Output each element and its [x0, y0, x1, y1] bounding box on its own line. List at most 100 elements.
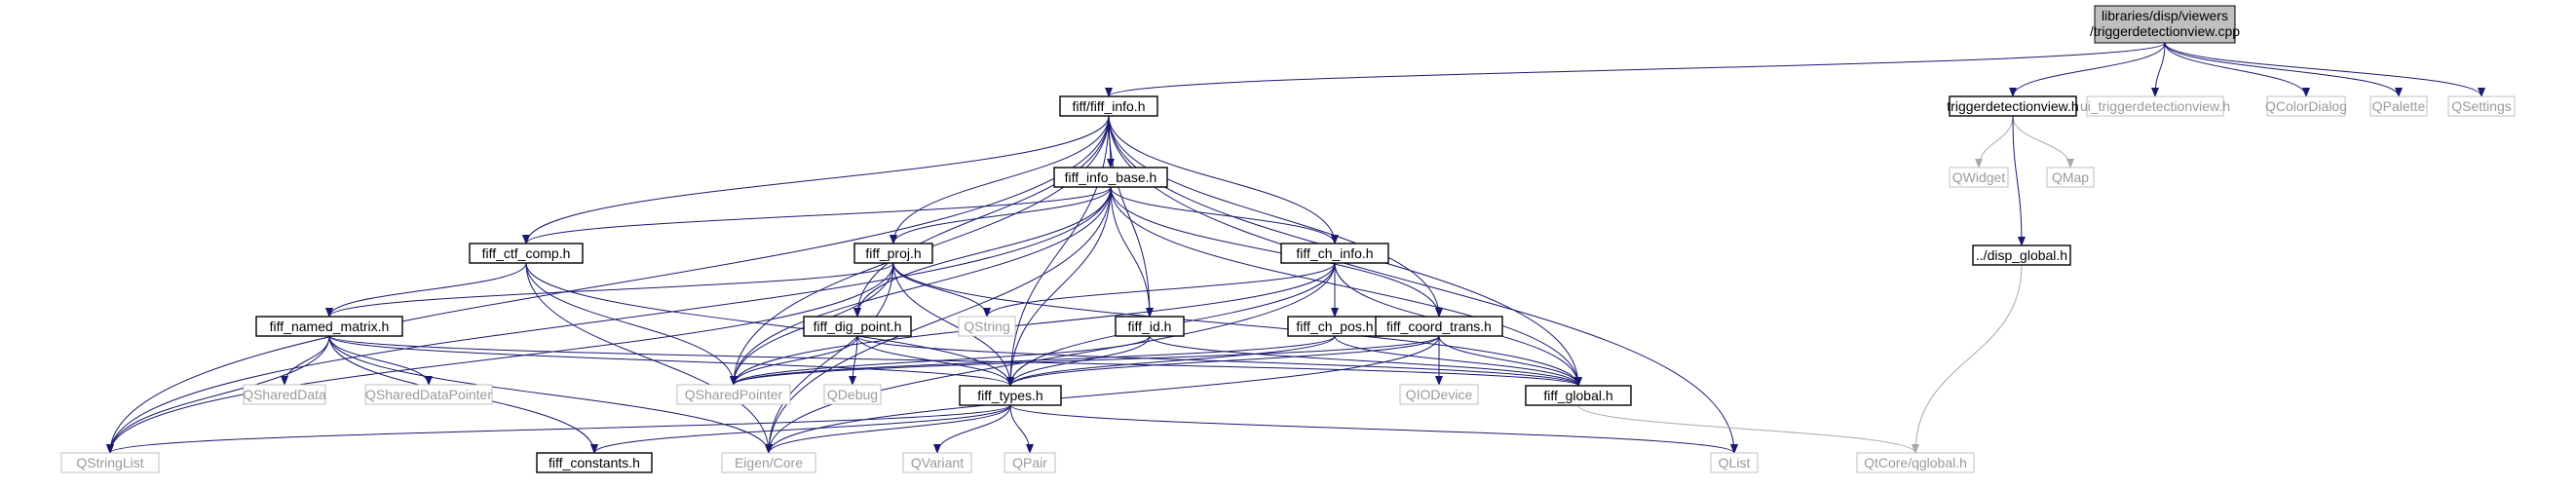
node-label: fiff_constants.h — [549, 455, 640, 470]
node-qtcore-qglobal[interactable]: QtCore/qglobal.h — [1856, 452, 1975, 473]
node-fiff-proj[interactable]: fiff_proj.h — [853, 243, 933, 264]
node-box — [60, 452, 160, 473]
edge-fiff-info-base-to-fiff-types — [1006, 186, 1112, 387]
node-label: QDebug — [827, 387, 878, 402]
node-label: ui_triggerdetectionview.h — [2080, 98, 2230, 114]
node-fiff-ctf-comp[interactable]: fiff_ctf_comp.h — [469, 243, 584, 264]
node-qstring[interactable]: QString — [958, 316, 1016, 337]
node-box — [853, 243, 933, 264]
node-qsharedpointer[interactable]: QSharedPointer — [676, 384, 791, 405]
node-box — [364, 384, 493, 405]
node-qdebug[interactable]: QDebug — [823, 384, 882, 405]
node-fiff-ch-info[interactable]: fiff_ch_info.h — [1280, 243, 1389, 264]
edge-root-to-ui-trig — [2151, 42, 2166, 97]
node-label: fiff_ch_info.h — [1296, 245, 1373, 261]
node-label: fiff/fiff_info.h — [1073, 98, 1146, 114]
node-root[interactable]: libraries/disp/viewers /triggerdetection… — [2090, 5, 2240, 44]
edge-fiff-ch-info-to-qsharedpointer — [730, 262, 1336, 386]
node-qsettings[interactable]: QSettings — [2447, 95, 2516, 117]
node-label: QSharedPointer — [685, 387, 783, 402]
node-label: QPair — [1012, 455, 1047, 470]
node-fiff-dig-point[interactable]: fiff_dig_point.h — [803, 316, 912, 337]
node-box — [536, 452, 653, 473]
node-fiff-ch-pos[interactable]: fiff_ch_pos.h — [1287, 316, 1383, 337]
dependency-edges — [106, 42, 2485, 454]
node-fiff-info-base[interactable]: fiff_info_base.h — [1053, 167, 1168, 188]
node-label: QSharedDataPointer — [365, 387, 492, 402]
node-box — [2447, 95, 2516, 117]
edge-fiff-types-to-qvariant — [933, 404, 1011, 454]
node-qpair[interactable]: QPair — [1004, 452, 1056, 473]
node-qiodevice[interactable]: QIODevice — [1399, 384, 1479, 405]
node-fiff-id[interactable]: fiff_id.h — [1115, 316, 1185, 337]
node-eigen-core[interactable]: Eigen/Core — [721, 452, 816, 473]
node-box — [1004, 452, 1056, 473]
node-box — [255, 316, 403, 337]
node-label: QList — [1719, 455, 1751, 470]
node-qpalette[interactable]: QPalette — [2369, 95, 2428, 117]
node-label: QSettings — [2451, 98, 2511, 114]
node-label: fiff_types.h — [977, 388, 1042, 403]
node-box — [958, 316, 1016, 337]
dependency-nodes: libraries/disp/viewers /triggerdetection… — [60, 5, 2516, 473]
node-box — [1059, 95, 1158, 117]
node-trigview[interactable]: triggerdetectionview.h — [1947, 95, 2079, 117]
edge-fiff-info-to-fiff-id — [1108, 115, 1154, 318]
edge-fiff-ch-pos-to-qsharedpointer — [730, 335, 1336, 386]
node-label: QVariant — [911, 455, 964, 470]
node-box — [1525, 385, 1632, 406]
edge-root-to-qsettings — [2164, 42, 2485, 97]
edge-fiff-info-to-fiff-coord-trans — [1108, 115, 1443, 318]
node-qstringlist[interactable]: QStringList — [60, 452, 160, 473]
edge-fiff-ch-info-to-eigen-core — [765, 262, 1336, 454]
edge-fiff-ctf-comp-to-fiff-named-matrix — [325, 262, 527, 318]
node-box — [469, 243, 584, 264]
edge-fiff-types-to-qpair — [1009, 404, 1034, 454]
node-qshareddatapointer[interactable]: QSharedDataPointer — [364, 384, 493, 405]
edge-fiff-coord-trans-to-fiff-global — [1438, 335, 1582, 387]
node-fiff-constants[interactable]: fiff_constants.h — [536, 452, 653, 473]
node-box — [1115, 316, 1185, 337]
edge-root-to-qcolordialog — [2164, 42, 2310, 97]
edge-fiff-named-matrix-to-eigen-core — [328, 335, 773, 454]
node-fiff-info[interactable]: fiff/fiff_info.h — [1059, 95, 1158, 117]
node-label: ../disp_global.h — [1976, 247, 2067, 263]
edge-fiff-named-matrix-to-qshareddata — [281, 335, 330, 386]
edge-fiff-named-matrix-to-qstringlist — [106, 335, 330, 454]
edge-trigview-to-qmap — [2012, 115, 2074, 169]
node-label: fiff_info_base.h — [1065, 169, 1157, 185]
edge-fiff-named-matrix-to-fiff-types — [328, 335, 1014, 387]
node-qlist[interactable]: QList — [1710, 452, 1759, 473]
node-fiff-coord-trans[interactable]: fiff_coord_trans.h — [1375, 316, 1503, 337]
node-label: fiff_proj.h — [865, 245, 921, 261]
node-qshareddata[interactable]: QSharedData — [243, 384, 326, 405]
edge-fiff-coord-trans-to-qsharedpointer — [730, 335, 1440, 386]
node-label: QColorDialog — [2265, 98, 2347, 114]
node-disp-global[interactable]: ../disp_global.h — [1972, 244, 2071, 266]
node-box — [959, 385, 1062, 406]
edge-fiff-info-base-to-fiff-global — [1110, 186, 1582, 387]
node-box — [1375, 316, 1503, 337]
node-label: fiff_ch_pos.h — [1296, 319, 1373, 334]
node-qwidget[interactable]: QWidget — [1949, 167, 2009, 188]
edge-fiff-types-to-eigen-core — [765, 404, 1011, 454]
node-box — [1053, 167, 1168, 188]
node-label: QSharedData — [243, 387, 326, 402]
node-fiff-types[interactable]: fiff_types.h — [959, 385, 1062, 406]
node-ui-trig[interactable]: ui_triggerdetectionview.h — [2080, 95, 2230, 117]
node-label: QStringList — [76, 455, 143, 470]
node-fiff-named-matrix[interactable]: fiff_named_matrix.h — [255, 316, 403, 337]
node-fiff-global[interactable]: fiff_global.h — [1525, 385, 1632, 406]
node-qvariant[interactable]: QVariant — [902, 452, 972, 473]
root-label-line2: /triggerdetectionview.cpp — [2090, 23, 2240, 39]
node-label: fiff_named_matrix.h — [270, 319, 390, 334]
node-label: fiff_coord_trans.h — [1386, 319, 1492, 334]
edge-fiff-global-to-qtcore-qglobal — [1577, 404, 1919, 454]
node-qmap[interactable]: QMap — [2046, 167, 2095, 188]
node-box — [1949, 167, 2009, 188]
node-label: QWidget — [1952, 169, 2006, 185]
edge-fiff-info-base-to-fiff-dig-point — [853, 186, 1112, 318]
node-qcolordialog[interactable]: QColorDialog — [2265, 95, 2347, 117]
edge-fiff-types-to-qstringlist — [106, 404, 1011, 454]
